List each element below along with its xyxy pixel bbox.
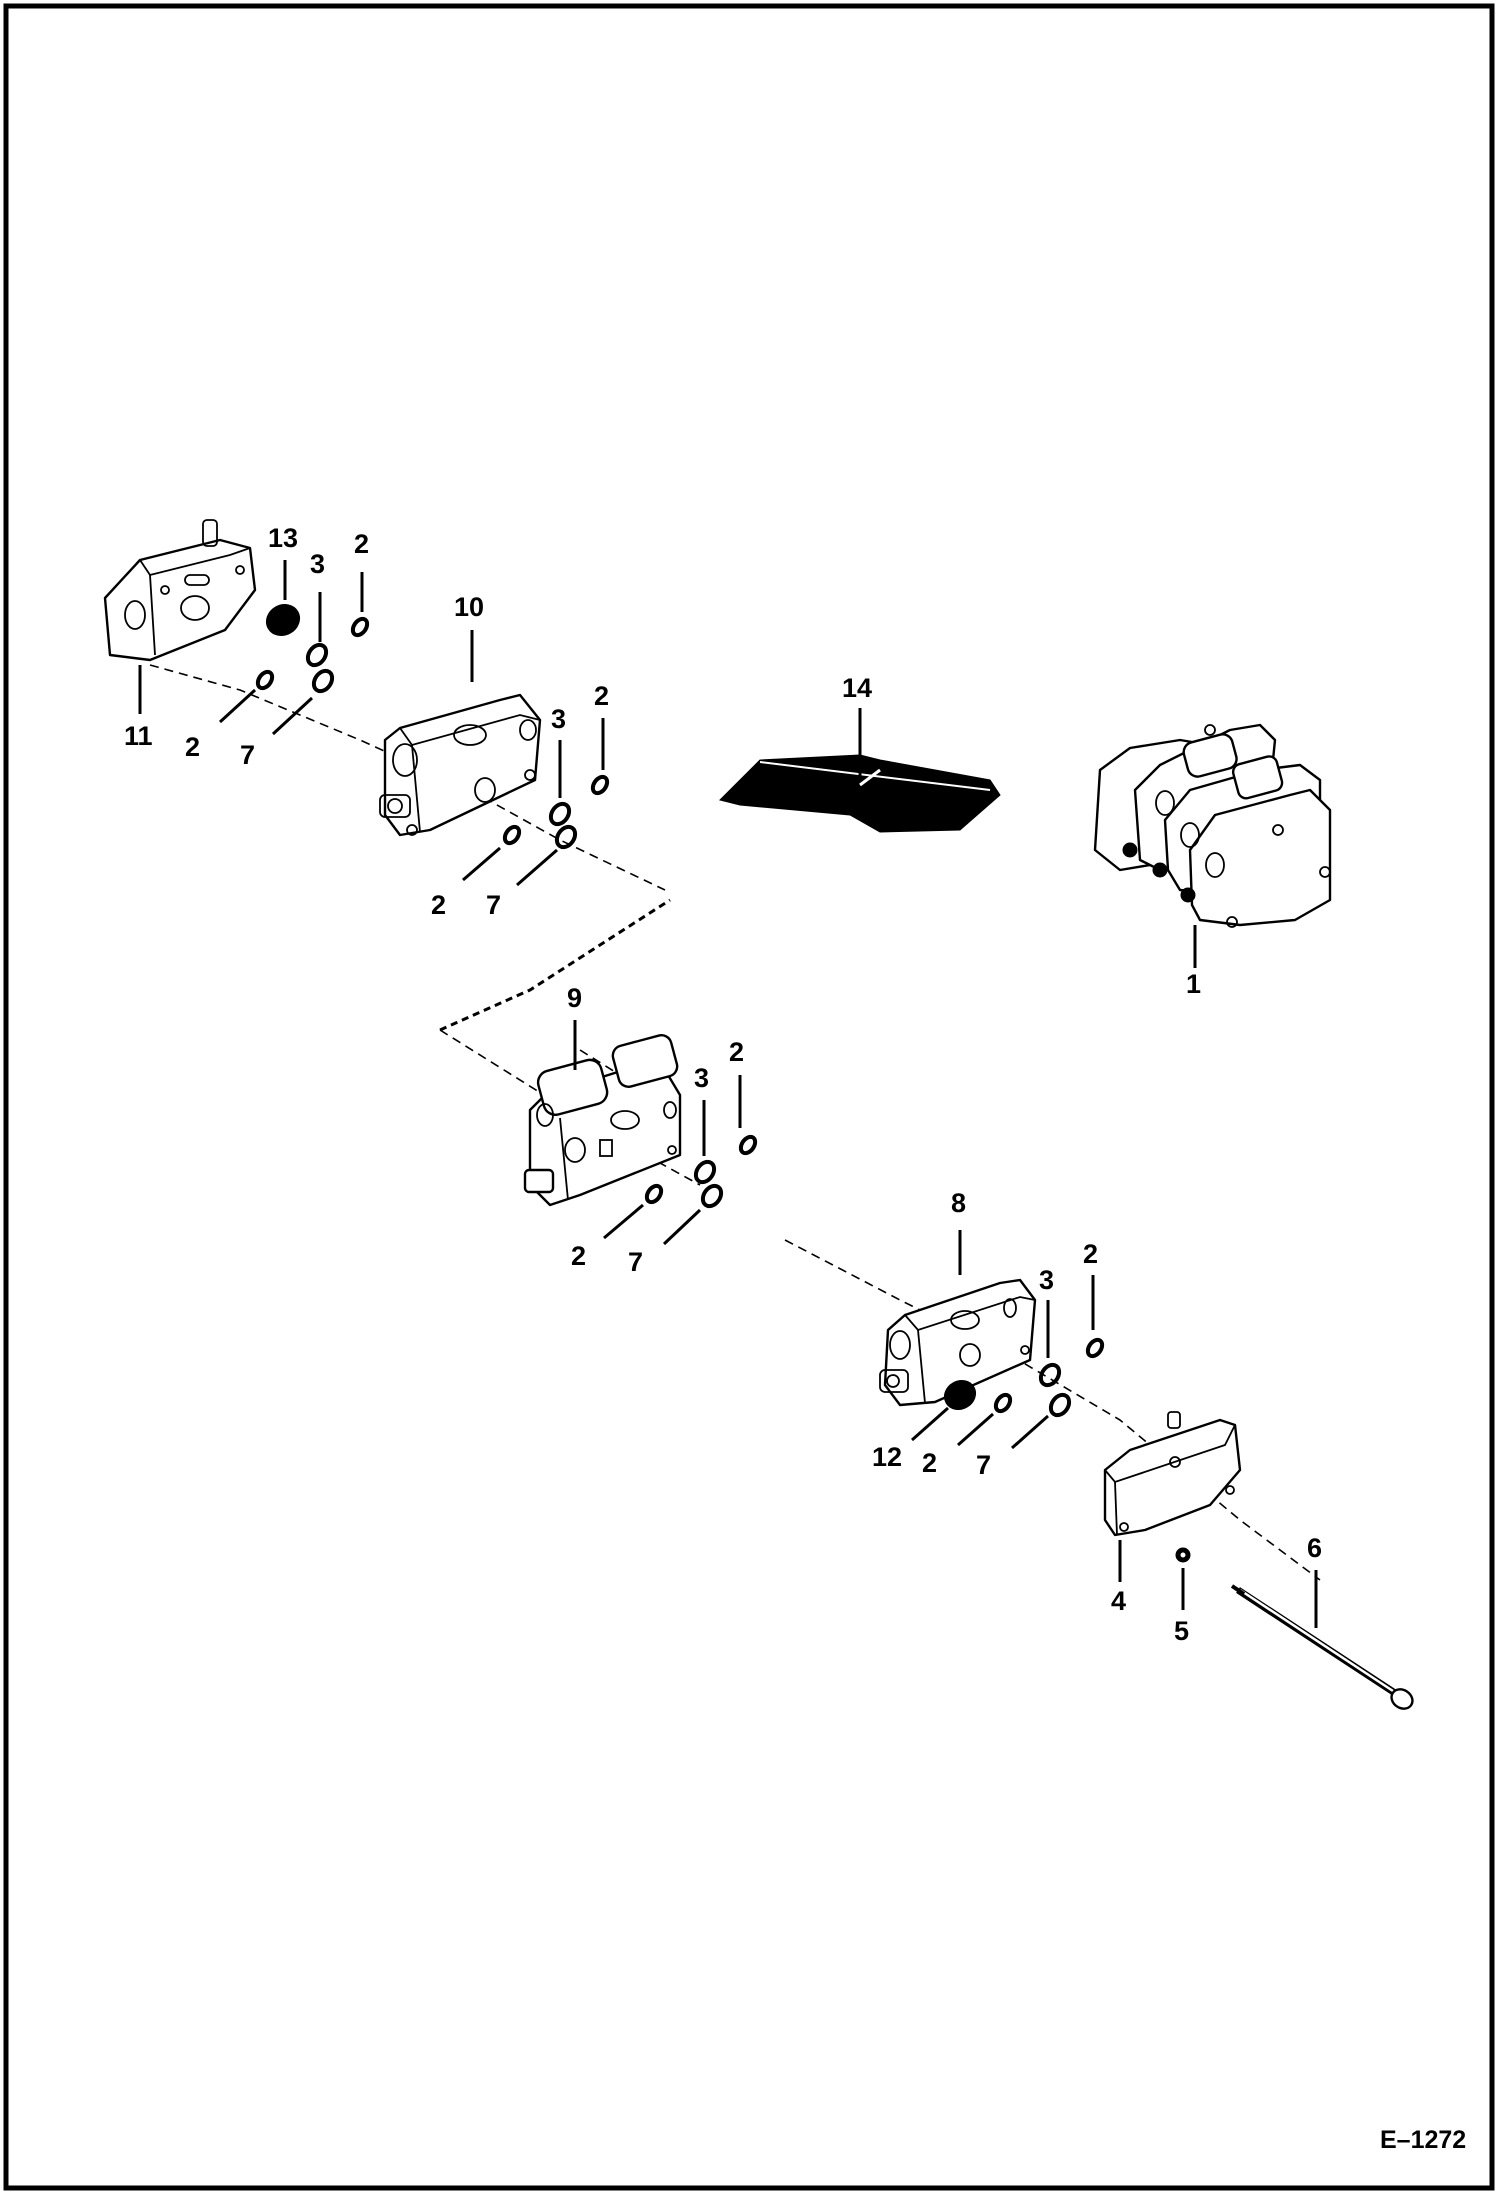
callout-14: 14 — [842, 673, 872, 703]
callout-2: 2 — [354, 529, 369, 559]
callout-3: 3 — [1039, 1265, 1054, 1295]
o-ring — [350, 616, 370, 638]
o-ring — [644, 1183, 664, 1205]
callout-4: 4 — [1111, 1586, 1126, 1616]
washer-hole — [1180, 1552, 1186, 1558]
o-ring — [554, 824, 578, 850]
callout-7: 7 — [240, 740, 255, 770]
o-ring — [590, 774, 610, 796]
callout-2: 2 — [185, 732, 200, 762]
o-ring — [693, 1159, 717, 1185]
callout-2: 2 — [571, 1241, 586, 1271]
callout-6: 6 — [1307, 1533, 1322, 1563]
callout-2: 2 — [594, 681, 609, 711]
part-1-valve-assembly — [1093, 723, 1332, 928]
callout-2: 2 — [922, 1448, 937, 1478]
callout-11: 11 — [124, 721, 153, 751]
callout-2: 2 — [1083, 1239, 1098, 1269]
callout-12: 12 — [872, 1442, 902, 1472]
o-ring — [311, 668, 335, 694]
o-ring — [1048, 1392, 1072, 1418]
leader-lines — [138, 560, 1318, 1628]
callout-7: 7 — [976, 1450, 991, 1480]
part-8-valve-section — [879, 1278, 1037, 1407]
callout-2: 2 — [729, 1037, 744, 1067]
callout-7: 7 — [628, 1247, 643, 1277]
callout-8: 8 — [951, 1188, 966, 1218]
callout-1: 1 — [1186, 969, 1201, 999]
part-6-tie-rod — [1230, 1584, 1414, 1710]
callout-2: 2 — [431, 890, 446, 920]
part-10-valve-section — [379, 693, 542, 837]
o-ring — [548, 801, 572, 827]
callout-13: 13 — [268, 523, 298, 553]
callout-3: 3 — [551, 704, 566, 734]
o-ring — [1038, 1362, 1062, 1388]
part-12-plug — [943, 1379, 977, 1411]
callout-5: 5 — [1174, 1616, 1189, 1646]
o-ring — [1085, 1337, 1105, 1359]
o-ring — [255, 669, 275, 691]
o-ring — [305, 642, 329, 668]
part-4-outlet-end-cap — [1103, 1411, 1242, 1537]
o-ring — [993, 1392, 1013, 1414]
part-13-plug — [265, 603, 301, 637]
page-border — [3, 3, 1495, 2191]
o-ring — [502, 824, 522, 846]
callout-7: 7 — [486, 890, 501, 920]
callout-labels: 13 3 2 11 2 7 10 3 2 2 7 14 1 9 3 2 2 7 … — [124, 523, 1322, 1646]
part-9-valve-section — [523, 1033, 682, 1207]
callout-9: 9 — [567, 983, 582, 1013]
callout-10: 10 — [454, 592, 484, 622]
part-11-inlet-section — [103, 519, 257, 662]
callout-3: 3 — [694, 1063, 709, 1093]
o-ring — [738, 1134, 758, 1156]
part-14-gasket — [719, 754, 1001, 833]
drawing-number: E–1272 — [1380, 2126, 1466, 2154]
callout-3: 3 — [310, 549, 325, 579]
o-ring — [700, 1183, 724, 1209]
